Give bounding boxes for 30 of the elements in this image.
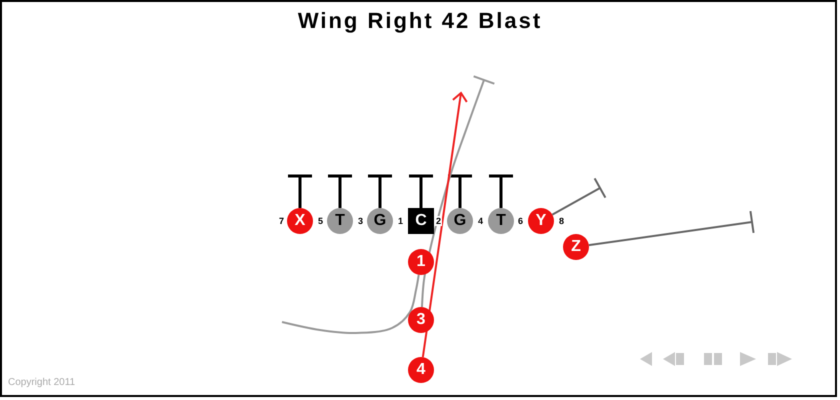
- gap-number: 3: [357, 216, 364, 226]
- block-route: [326, 174, 354, 208]
- block-route: [366, 174, 394, 208]
- player-circle: X: [287, 208, 313, 234]
- gap-number: 7: [278, 216, 286, 226]
- player-circle: G: [367, 208, 393, 234]
- run-route-arrow: [422, 92, 468, 358]
- play-title: Wing Right 42 Blast: [296, 8, 544, 34]
- block-route: [406, 174, 436, 208]
- player-circle: 4: [408, 357, 434, 383]
- gap-number: 1: [397, 216, 404, 226]
- gap-number: 8: [558, 216, 566, 226]
- player-circle: Y: [528, 208, 554, 234]
- player-circle: T: [488, 208, 514, 234]
- gap-number: 5: [317, 216, 324, 226]
- block-route: [552, 177, 606, 216]
- block-route: [588, 210, 755, 246]
- player-circle: 3: [408, 307, 434, 333]
- player-circle: G: [447, 208, 473, 234]
- player-circle: Z: [563, 234, 589, 260]
- gap-number: 4: [477, 216, 484, 226]
- block-route: [286, 174, 314, 208]
- block-route: [486, 174, 516, 208]
- gap-number: 6: [517, 216, 524, 226]
- gap-number: 2: [435, 216, 442, 226]
- player-circle: T: [327, 208, 353, 234]
- player-circle: 1: [408, 249, 434, 275]
- copyright-note: Copyright 2011: [8, 377, 76, 388]
- motion-route: [282, 274, 420, 334]
- center-square: C: [408, 208, 434, 234]
